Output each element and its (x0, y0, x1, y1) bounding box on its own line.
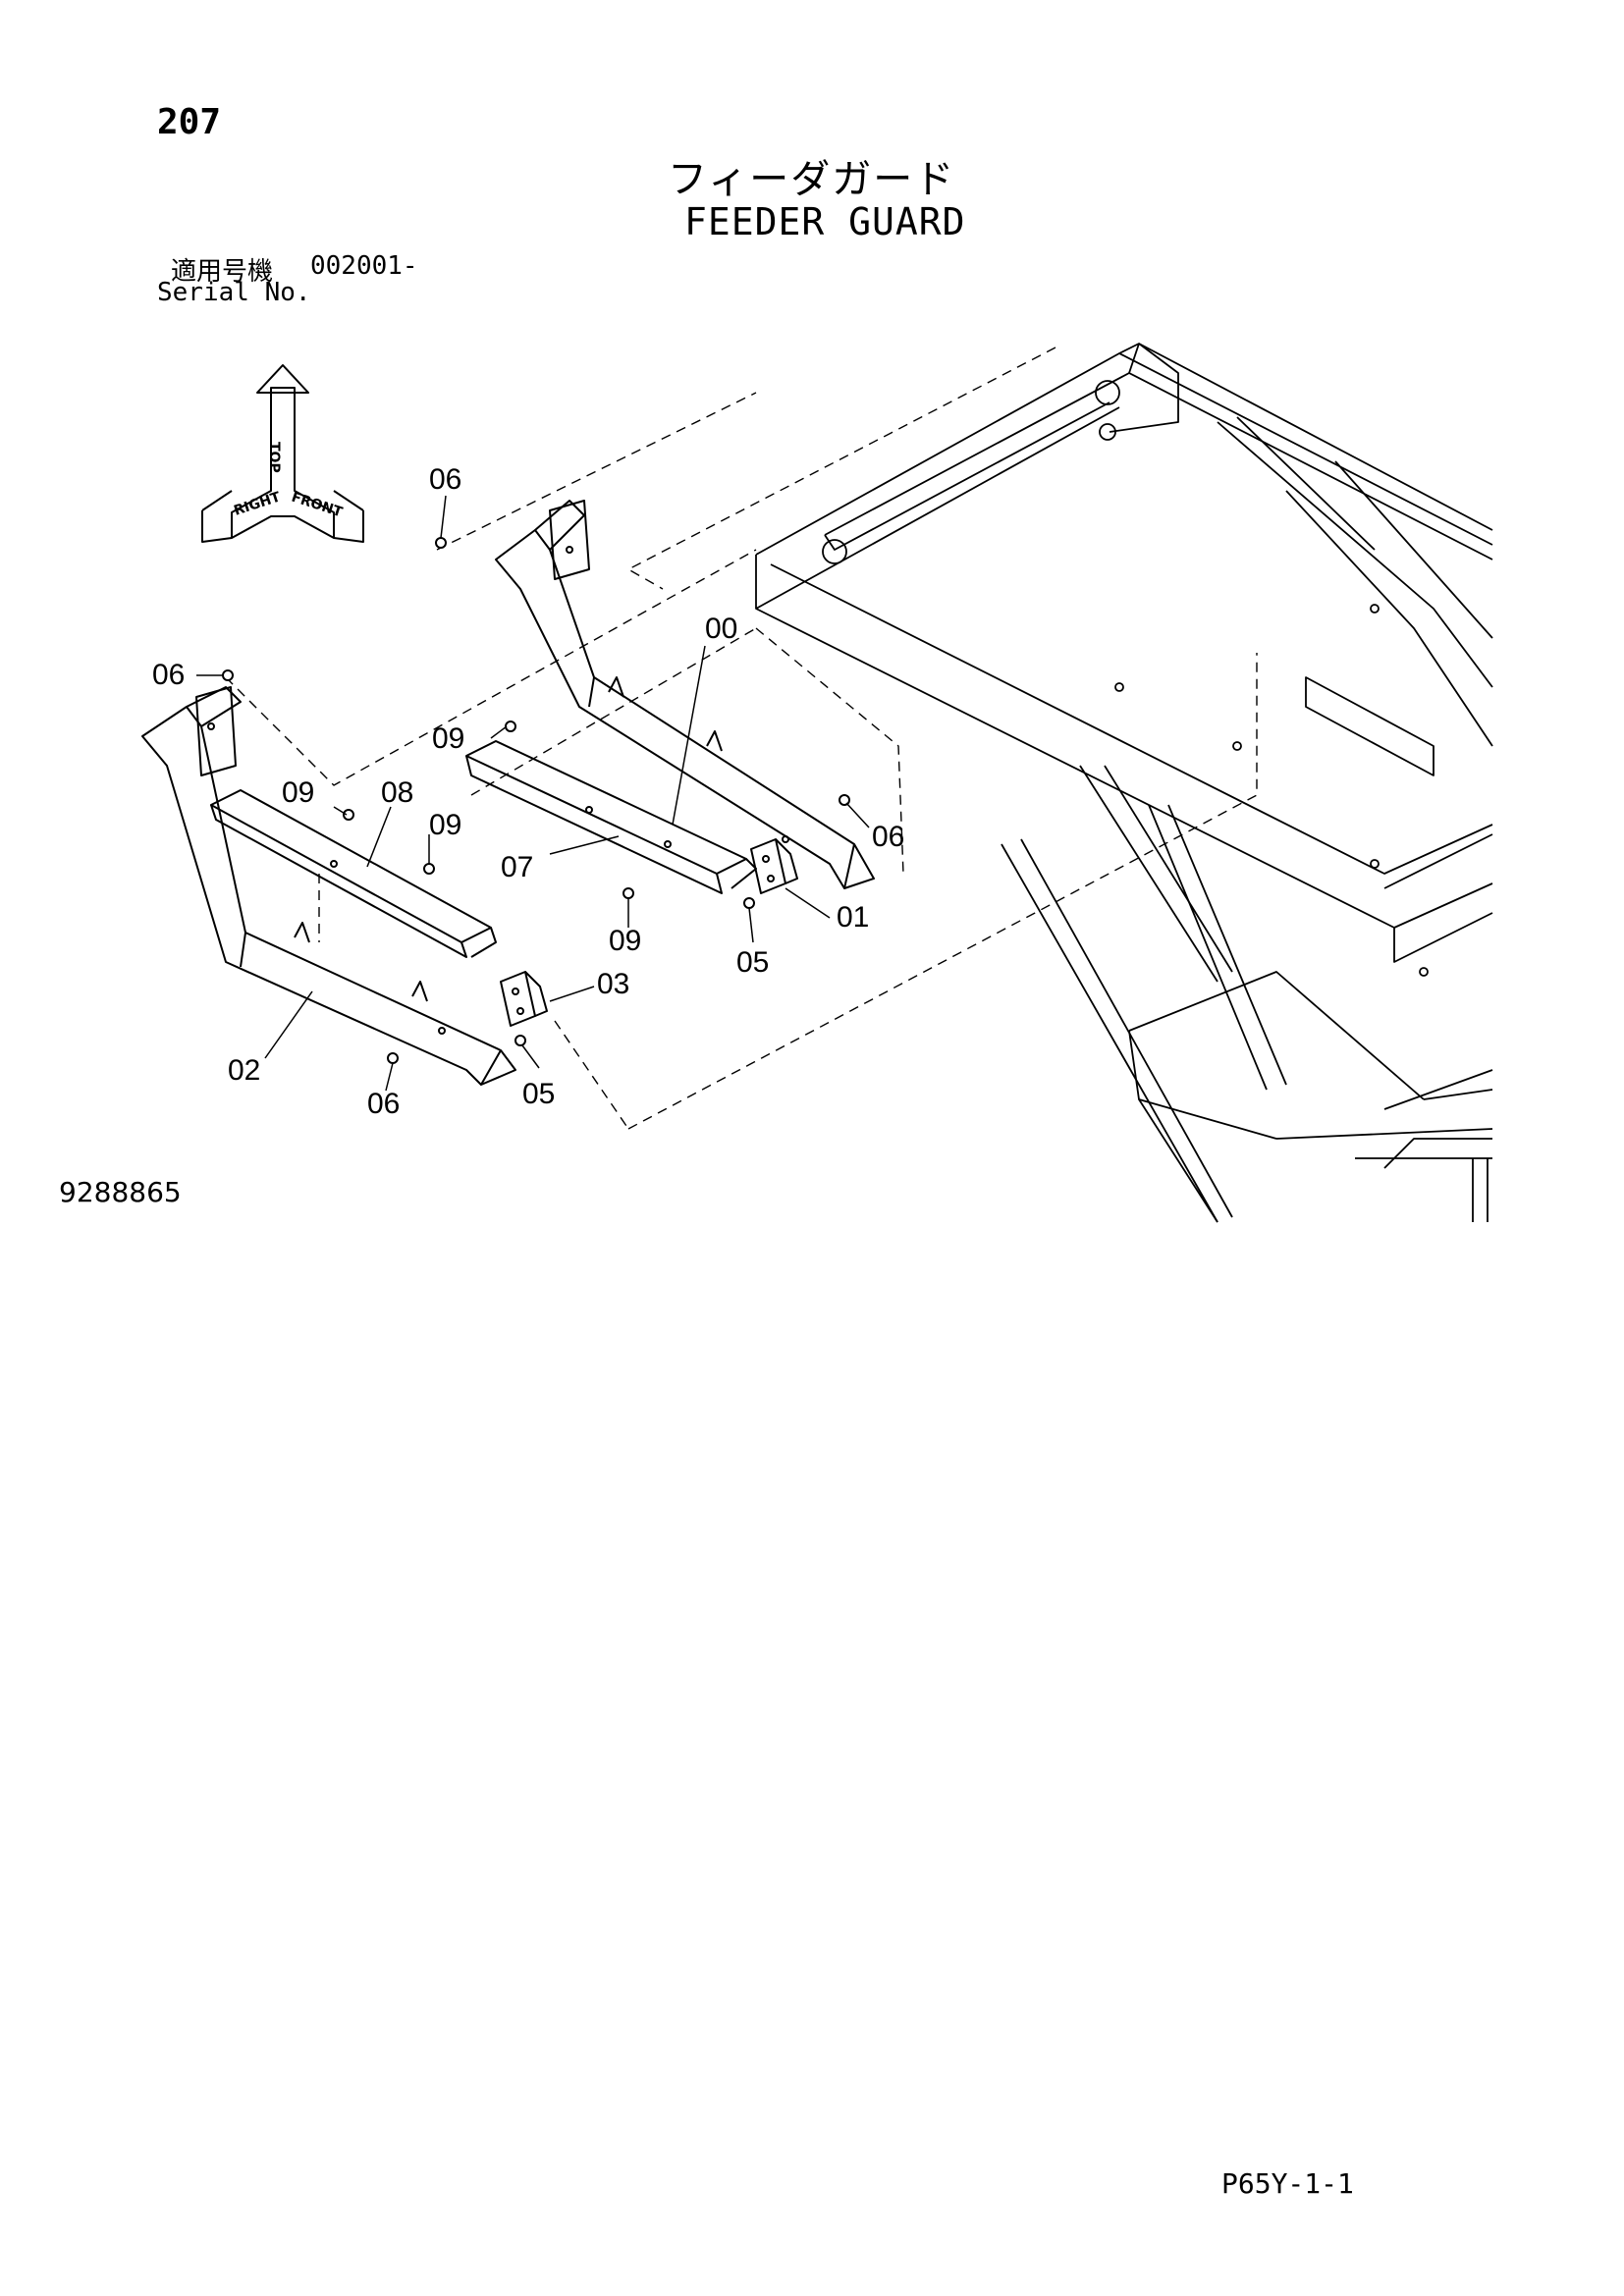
page-number: 207 (157, 102, 222, 142)
callout-lines (196, 495, 870, 1092)
part-callouts: 00 01 02 03 05 05 06 06 06 06 07 08 09 0… (152, 463, 904, 1120)
page-code: P65Y-1-1 (1221, 2167, 1354, 2200)
orientation-front-label: FRONT (290, 490, 345, 521)
callout-06-right: 06 (872, 821, 904, 853)
assembly-leader-lines (225, 347, 1258, 1130)
orientation-top-label: TOP (266, 442, 282, 473)
callout-05-lower: 05 (522, 1078, 555, 1110)
orientation-indicator: TOP RIGHT FRONT (201, 364, 364, 543)
lower-bracket (500, 971, 548, 1027)
lower-cover-plate (210, 789, 497, 958)
fasteners (222, 537, 850, 1064)
serial-label-english: Serial No. (157, 278, 311, 307)
callout-02: 02 (228, 1054, 260, 1087)
title-japanese: フィーダガード (668, 157, 956, 202)
callout-06-left: 06 (152, 659, 185, 691)
callout-06-top: 06 (429, 463, 461, 496)
callout-08: 08 (381, 776, 413, 809)
serial-label-japanese: 適用号機 (171, 257, 274, 287)
callout-09-left: 09 (282, 776, 314, 809)
title-english: FEEDER GUARD (684, 200, 966, 243)
exploded-parts-diagram: TOP RIGHT FRONT (141, 343, 1493, 1223)
callout-07: 07 (501, 851, 533, 883)
callout-00: 00 (705, 613, 737, 645)
upper-feeder-guard (495, 500, 875, 889)
lower-feeder-guard (141, 686, 516, 1086)
callout-03: 03 (597, 968, 629, 1000)
machine-frame (755, 343, 1493, 1223)
callout-09-lower: 09 (609, 925, 641, 957)
upper-bracket (750, 838, 798, 894)
serial-value: 002001- (310, 251, 418, 281)
reference-code: 9288865 (59, 1176, 182, 1208)
orientation-right-label: RIGHT (232, 489, 283, 518)
callout-01: 01 (837, 901, 869, 934)
callout-09-upper: 09 (432, 722, 464, 755)
callout-05-upper: 05 (736, 946, 769, 979)
callout-09-mid: 09 (429, 809, 461, 841)
callout-06-bottom: 06 (367, 1088, 400, 1120)
